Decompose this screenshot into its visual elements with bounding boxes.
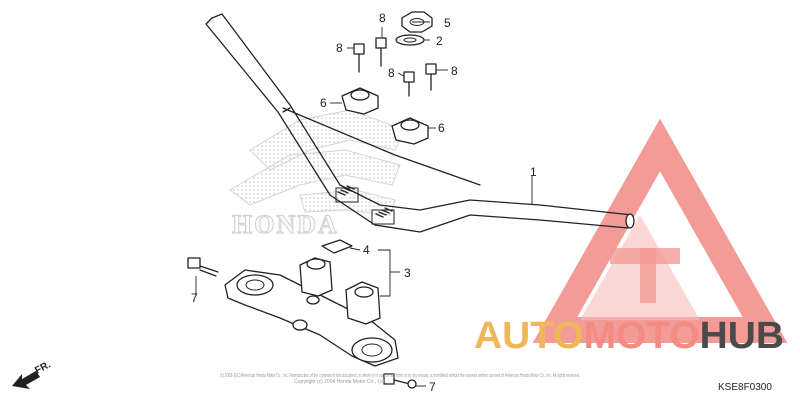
callout-8-mid: 8	[388, 66, 395, 80]
bolt-8-b	[375, 37, 387, 67]
bolt-7-bottom	[383, 373, 417, 389]
upper-holder-rear	[341, 87, 379, 115]
copyright-line-2: Copyright (c) 2004 Honda Motor Co., Ltd.	[294, 379, 386, 385]
callout-7-left: 7	[191, 291, 198, 305]
washer-2	[395, 34, 425, 46]
callout-8-right: 8	[451, 64, 458, 78]
callout-1: 1	[530, 165, 537, 179]
bolt-8-d	[425, 63, 437, 91]
bolt-8-a	[353, 43, 365, 73]
knurl-right	[371, 207, 395, 225]
knurl-left	[335, 185, 359, 203]
bolt-7-left	[187, 257, 219, 277]
callout-labels: 5 2 8 8 8 8 6 6 1 4 3 7 7	[191, 11, 537, 394]
honda-logo-text: HONDA	[232, 210, 339, 239]
front-direction-indicator: FR.	[12, 359, 53, 389]
brand-hub: HUB	[700, 315, 784, 357]
fr-label: FR.	[33, 359, 53, 376]
leader-lines	[195, 21, 533, 387]
diagram-code: KSE8F0300	[718, 382, 772, 393]
callout-4: 4	[363, 243, 370, 257]
handlebar-pipe	[205, 13, 635, 233]
brand-auto: AUTO	[474, 315, 584, 357]
callout-7-bottom: 7	[429, 380, 436, 394]
callout-8-top: 8	[379, 11, 386, 25]
honda-wing-watermark: HONDA	[229, 109, 406, 240]
callout-6-lower: 6	[438, 121, 445, 135]
bolt-8-c	[403, 71, 415, 97]
callout-5: 5	[444, 16, 451, 30]
rubber-pad-4	[321, 239, 353, 254]
callout-8-left: 8	[336, 41, 343, 55]
callout-6-upper: 6	[320, 96, 327, 110]
callout-3: 3	[404, 266, 411, 280]
svg-text:AUTOMOTOHUB: AUTOMOTOHUB	[474, 315, 784, 357]
top-bridge	[224, 257, 399, 367]
automotohub-triangle-watermark	[532, 118, 788, 343]
automotohub-logo: AUTOMOTOHUB	[474, 315, 784, 357]
callout-2: 2	[436, 34, 443, 48]
brand-moto: MOTO	[584, 315, 700, 357]
upper-holder-front	[391, 117, 429, 145]
copyright-line-1: (c) 2003-2013 American Honda Motor Co., …	[220, 373, 580, 379]
